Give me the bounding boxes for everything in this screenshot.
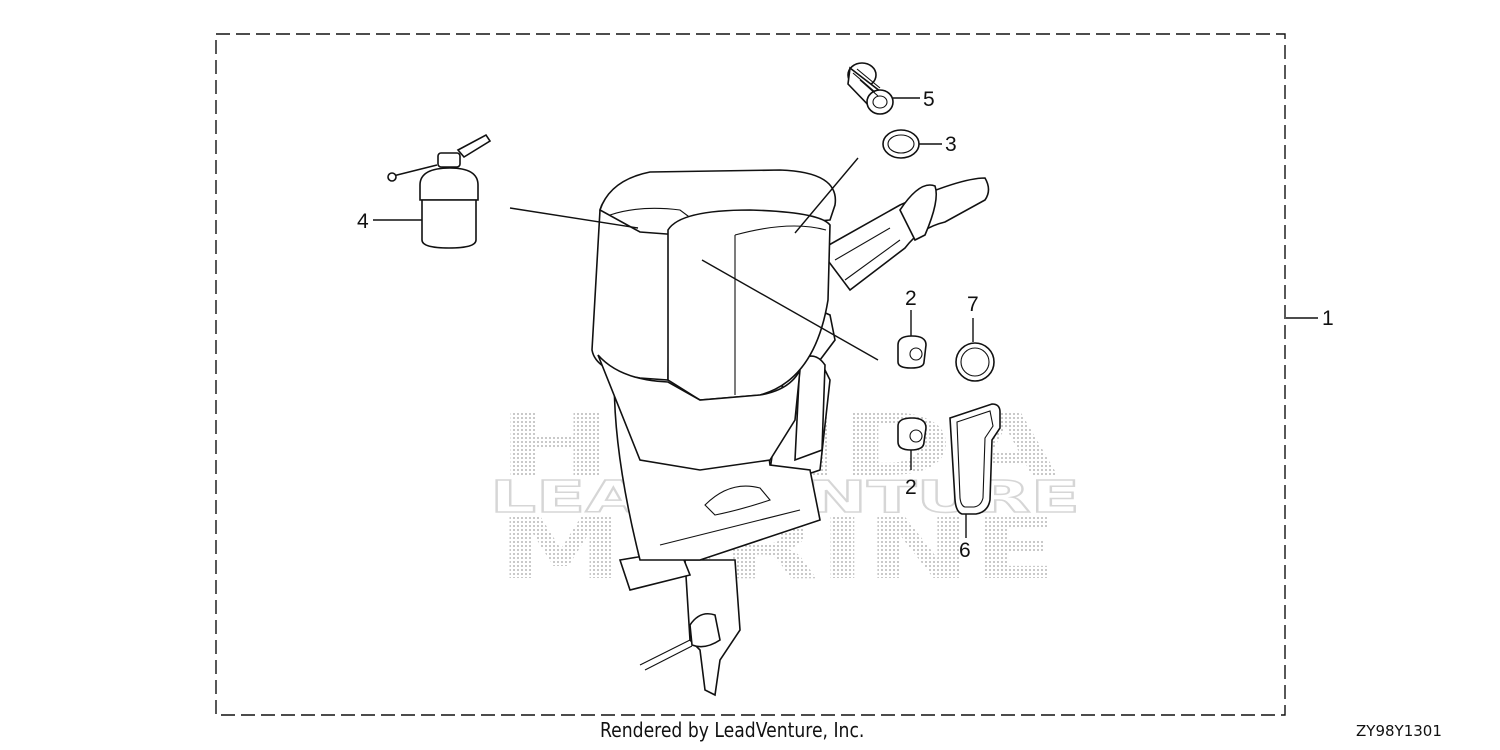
part-gasket [949, 403, 1001, 538]
render-credit: Rendered by LeadVenture, Inc. [600, 718, 865, 742]
callout-3: 3 [945, 133, 957, 156]
callouts: 1 2 2 3 4 5 6 7 [357, 88, 1334, 562]
callout-4: 4 [357, 210, 369, 233]
callout-1: 1 [1322, 307, 1334, 330]
part-fuel-filter-assembly [373, 133, 492, 249]
callout-2-lower: 2 [905, 476, 917, 499]
callout-5: 5 [923, 88, 935, 111]
leader-lines [509, 157, 1318, 361]
callout-6: 6 [959, 539, 971, 562]
part-strainer [847, 62, 920, 115]
part-o-ring-large [955, 318, 995, 382]
diagram-code: ZY98Y1301 [1356, 722, 1442, 740]
callout-2-upper: 2 [905, 287, 917, 310]
part-o-ring-small [882, 129, 942, 159]
outboard-cover-illustration [591, 169, 990, 697]
part-collar-lower [897, 417, 927, 470]
kit-boundary [215, 33, 1286, 716]
callout-7: 7 [967, 293, 979, 316]
part-collar-upper [897, 310, 927, 369]
